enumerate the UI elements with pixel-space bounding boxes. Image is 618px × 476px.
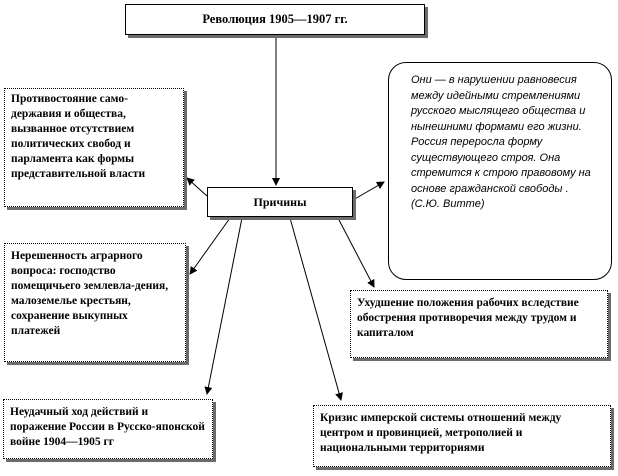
- cause-agrarian-text: Нерешенность аграрного вопроса: господст…: [11, 250, 169, 337]
- quote-author: (С.Ю. Витте): [411, 198, 485, 210]
- arrow-to-left-mid: [189, 217, 231, 275]
- title-box: Революция 1905—1907 гг.: [125, 4, 425, 35]
- causes-label: Причины: [253, 194, 307, 209]
- cause-autocracy-text: Противостояние само-державия и общества,…: [11, 93, 146, 180]
- cause-box-agrarian: Нерешенность аграрного вопроса: господст…: [4, 243, 186, 362]
- quote-text: Они — в нарушении равновесия между идейн…: [411, 74, 591, 195]
- causes-box: Причины: [207, 187, 353, 217]
- witte-quote-box: Они — в нарушении равновесия между идейн…: [388, 62, 612, 280]
- diagram-title: Революция 1905—1907 гг.: [202, 12, 348, 26]
- cause-workers-text: Ухудшение положения рабочих вследствие о…: [357, 297, 579, 339]
- arrow-to-bottom-left: [204, 217, 243, 395]
- cause-box-war: Неудачный ход действий и поражение Росси…: [3, 399, 213, 459]
- cause-war-text: Неудачный ход действий и поражение Росси…: [10, 406, 205, 448]
- arrow-to-right-mid: [337, 217, 375, 288]
- cause-box-autocracy: Противостояние само-державия и общества,…: [4, 88, 184, 207]
- cause-empire-crisis-text: Кризис имперской системы отношений между…: [320, 412, 562, 454]
- arrow-to-left-top: [186, 177, 208, 197]
- cause-box-workers: Ухудшение положения рабочих вследствие о…: [350, 290, 608, 358]
- arrow-to-quote: [352, 181, 385, 201]
- cause-box-empire-crisis: Кризис имперской системы отношений между…: [313, 405, 611, 467]
- arrow-to-bottom-right: [289, 217, 343, 401]
